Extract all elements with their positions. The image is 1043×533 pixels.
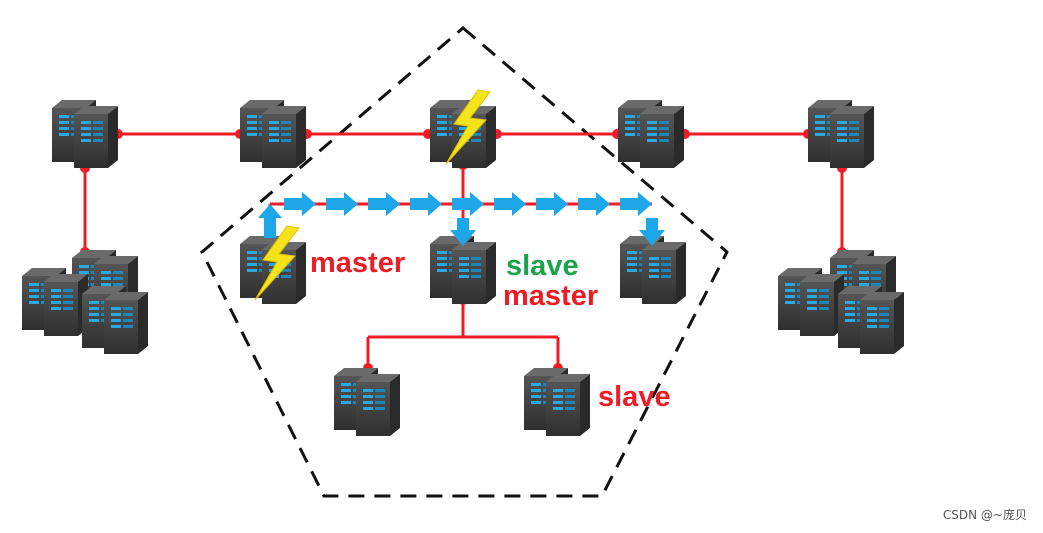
server-top-2 xyxy=(240,100,306,168)
arrow-down-icon xyxy=(450,218,476,246)
label-master-left: master xyxy=(310,247,406,279)
arrow-right-icon xyxy=(410,192,442,216)
server-top-4 xyxy=(618,100,684,168)
arrow-right-icon xyxy=(452,192,484,216)
arrow-down-icon xyxy=(639,218,665,246)
server-slave-bottom-right xyxy=(524,368,590,436)
server-slave-bottom-left xyxy=(334,368,400,436)
server-cluster-right xyxy=(778,250,904,354)
arrow-right-icon xyxy=(494,192,526,216)
replication-arrows xyxy=(258,192,665,246)
label-slave-bottom: slave xyxy=(598,381,671,413)
arrow-up-icon xyxy=(258,204,282,238)
label-master-center: master xyxy=(503,280,599,312)
arrow-right-icon xyxy=(326,192,358,216)
server-right-slave xyxy=(620,236,686,304)
server-top-1 xyxy=(52,100,118,168)
server-top-5 xyxy=(808,100,874,168)
credit-text: CSDN @~庞贝 xyxy=(942,508,1027,522)
arrow-right-icon xyxy=(284,192,316,216)
arrow-right-icon xyxy=(368,192,400,216)
arrow-right-icon xyxy=(620,192,652,216)
server-slave-master xyxy=(430,236,496,304)
arrow-right-icon xyxy=(578,192,610,216)
arrow-right-icon xyxy=(536,192,568,216)
cluster-boundary xyxy=(200,26,729,498)
server-cluster-left xyxy=(22,250,148,354)
label-slave-center: slave xyxy=(506,250,579,282)
